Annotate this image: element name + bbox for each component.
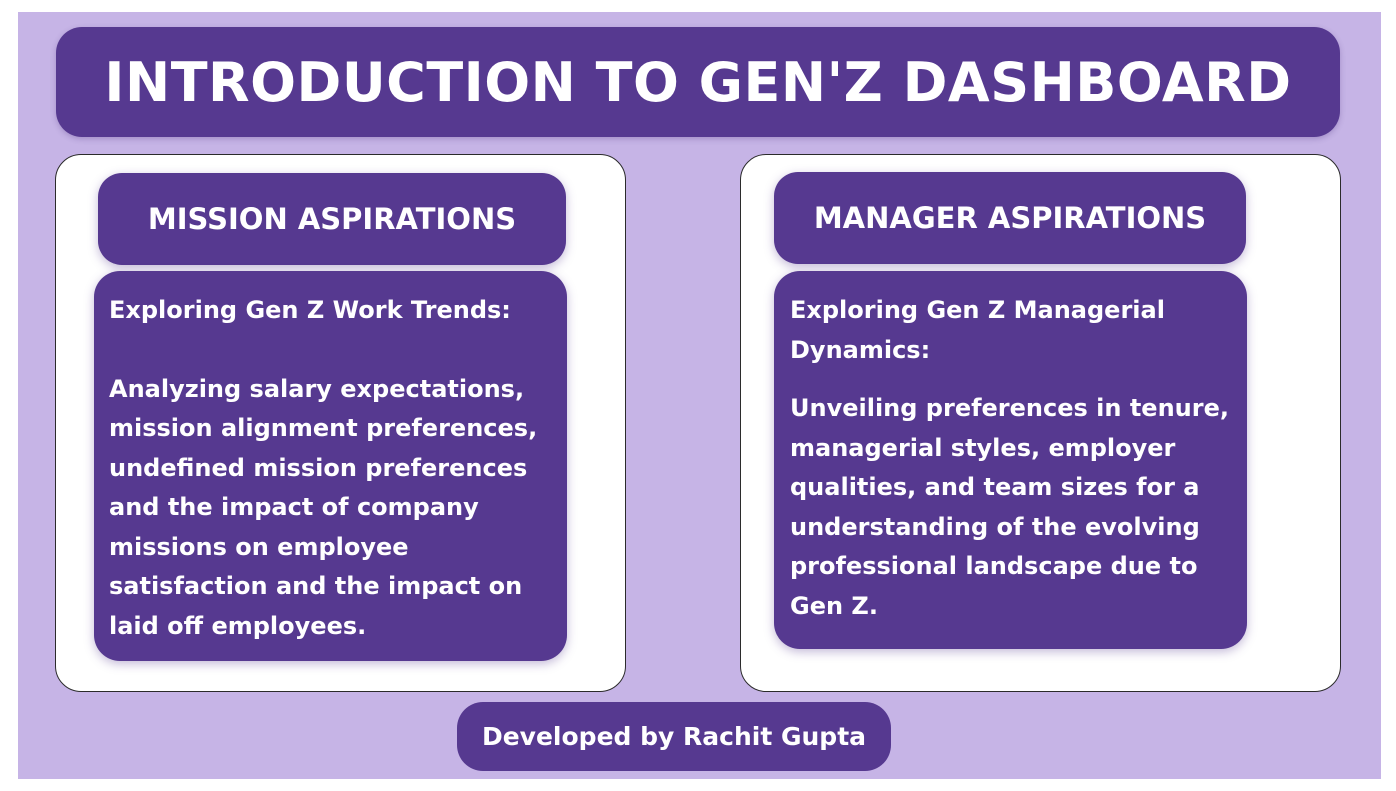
mission-card: Exploring Gen Z Work Trends: Analyzing s… [94,271,567,661]
developer-credit: Developed by Rachit Gupta [457,702,891,771]
mission-heading: MISSION ASPIRATIONS [98,173,566,265]
mission-detail: Analyzing salary expectations, mission a… [109,374,538,640]
manager-intro: Exploring Gen Z Managerial Dynamics: [790,296,1165,364]
title-banner: INTRODUCTION TO GEN'Z DASHBOARD [56,27,1340,137]
manager-card: Exploring Gen Z Managerial Dynamics: Unv… [774,271,1247,649]
page-title: INTRODUCTION TO GEN'Z DASHBOARD [104,50,1292,114]
manager-heading: MANAGER ASPIRATIONS [774,172,1246,264]
manager-detail: Unveiling preferences in tenure, manager… [790,394,1229,620]
mission-intro: Exploring Gen Z Work Trends: [109,296,511,324]
